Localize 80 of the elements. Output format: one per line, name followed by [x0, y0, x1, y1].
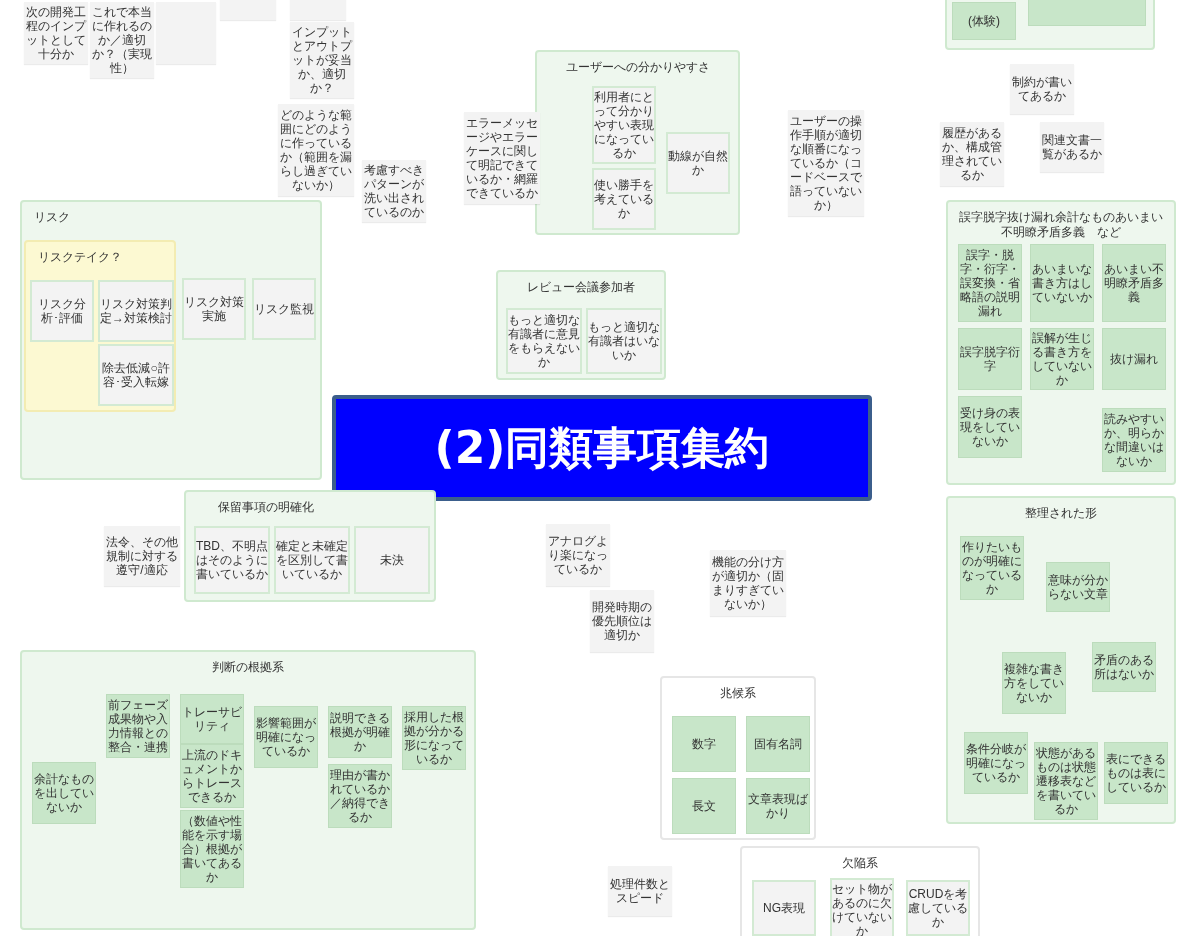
sticky-note: 長文: [672, 778, 736, 834]
sticky-note: 説明できる根拠が明確か: [328, 706, 392, 758]
sticky-note: 次の開発工程のインプットとして十分か: [24, 2, 88, 64]
sticky-note: 確定と未確定を区別して書いているか: [274, 526, 350, 594]
sticky-note: エラーメッセージやエラーケースに関して明記できているか・網羅できているか: [464, 112, 540, 204]
sticky-note: 意味が分からない文章: [1046, 562, 1110, 612]
sticky-note: インプットとアウトプットが妥当か、適切か？: [290, 22, 354, 98]
sticky-note: リスク対策判定→対策検討: [98, 280, 174, 342]
group-panel: [946, 496, 1176, 824]
group-title: 兆候系: [719, 686, 757, 701]
sticky-note: 考慮すべきパターンが洗い出されているのか: [362, 160, 426, 222]
group-title: 欠陥系: [841, 856, 879, 871]
sticky-note: 受け身の表現をしていないか: [958, 396, 1022, 458]
group-panel: [184, 490, 436, 602]
sticky-note: 固有名詞: [746, 716, 810, 772]
group-title: 保留事項の明確化: [217, 500, 315, 515]
sticky-note: トレーサビリティ: [180, 694, 244, 744]
sticky-note: TBD、不明点はそのように書いているか: [194, 526, 270, 594]
sticky-note: アナログより楽になっているか: [546, 524, 610, 586]
sticky-note: 読みやすいか、明らかな間違いはないか: [1102, 408, 1166, 472]
sticky-note: あいまい不明瞭矛盾多義: [1102, 244, 1166, 322]
sticky-note: リスク監視: [252, 278, 316, 340]
group-title: 判断の根拠系: [211, 660, 285, 675]
sticky-note: もっと適切な有識者に意見をもらえないか: [506, 308, 582, 374]
sticky-note: リスク分析･評価: [30, 280, 94, 342]
sticky-note: 採用した根拠が分かる形になっているか: [402, 706, 466, 770]
sticky-note: 使い勝手を考えているか: [592, 168, 656, 230]
sticky-note: 法令、その他規制に対する遵守/適応: [104, 526, 180, 586]
sticky-note: もっと適切な有識者はいないか: [586, 308, 662, 374]
sticky-note: 余計なものを出していないか: [32, 762, 96, 824]
sticky-note: あいまいな書き方はしていないか: [1030, 244, 1094, 322]
sticky-note: セット物があるのに欠けていないか: [830, 878, 894, 936]
sticky-note: CRUDを考慮しているか: [906, 880, 970, 936]
sticky-note: 処理件数とスピード: [608, 866, 672, 916]
title-banner: (2)同類事項集約: [332, 395, 872, 501]
sticky-note: 前フェーズ成果物や入力情報との整合・連携: [106, 694, 170, 758]
group-title: 整理された形: [1024, 506, 1098, 521]
sticky-note: 理由が書かれているか／納得できるか: [328, 764, 392, 828]
group-panel: [24, 240, 176, 412]
sticky-note: 表にできるものは表にしているか: [1104, 742, 1168, 804]
sticky-note: これで本当に作れるのか／適切か？（実現性）: [90, 2, 154, 78]
sticky-note: NG表現: [752, 880, 816, 936]
sticky-note: どのような範囲にどのように作っているか（範囲を漏らし過ぎていないか）: [278, 104, 354, 196]
sticky-note: 上流のドキュメントからトレースできるか: [180, 744, 244, 808]
sticky-note: 抜け漏れ: [1102, 328, 1166, 390]
sticky-note: 動線が自然か: [666, 132, 730, 194]
group-title: リスクテイク？: [37, 250, 123, 265]
sticky-note: 機能の分け方が適切か（固まりすぎていないか）: [710, 550, 786, 616]
sticky-note: 誤解が生じる書き方をしていないか: [1030, 328, 1094, 390]
sticky-note: ユーザーの操作手順が適切な順番になっているか（コードベースで語っていないか）: [788, 110, 864, 216]
sticky-note: 文章表現ばかり: [746, 778, 810, 834]
group-panel: [20, 200, 322, 480]
sticky-note: 状態があるものは状態遷移表などを書いているか: [1034, 742, 1098, 820]
group-title: 誤字脱字抜け漏れ余計なものあいまい不明瞭矛盾多義 など: [958, 210, 1164, 240]
group-panel: [660, 676, 816, 840]
sticky-note: 利用者にとって分かりやすい表現になっているか: [592, 86, 656, 164]
sticky-note: 誤字脱字衍字: [958, 328, 1022, 390]
sticky-note: 誤字・脱字・衍字・誤変換・省略語の説明漏れ: [958, 244, 1022, 322]
sticky-note: 開発時期の優先順位は適切か: [590, 590, 654, 652]
sticky-note: 関連文書一覧があるか: [1040, 122, 1104, 172]
sticky-note: 影響範囲が明確になっているか: [254, 706, 318, 768]
group-title: レビュー会議参加者: [526, 280, 636, 295]
group-panel: [496, 270, 666, 380]
group-panel: [946, 200, 1176, 485]
group-title: リスク: [33, 210, 71, 225]
sticky-note: 履歴があるか、構成管理されているか: [940, 122, 1004, 186]
sticky-note: (体験): [952, 2, 1016, 40]
sticky-note: 作りたいものが明確になっているか: [960, 536, 1024, 600]
sticky-note: 複雑な書き方をしていないか: [1002, 652, 1066, 714]
sticky-note: 条件分岐が明確になっているか: [964, 732, 1028, 794]
group-panel: [740, 846, 980, 936]
sticky-note: 制約が書いてあるか: [1010, 64, 1074, 114]
group-panel: [20, 650, 476, 930]
sticky-note: 除去低減○許容･受入転嫁: [98, 344, 174, 406]
sticky-note: 矛盾のある所はないか: [1092, 642, 1156, 692]
sticky-note: （数値や性能を示す場合）根拠が書いてあるか: [180, 810, 244, 888]
sticky-note: リスク対策実施: [182, 278, 246, 340]
sticky-note: 未決: [354, 526, 430, 594]
sticky-note: 数字: [672, 716, 736, 772]
group-title: ユーザーへの分かりやすさ: [564, 60, 711, 75]
